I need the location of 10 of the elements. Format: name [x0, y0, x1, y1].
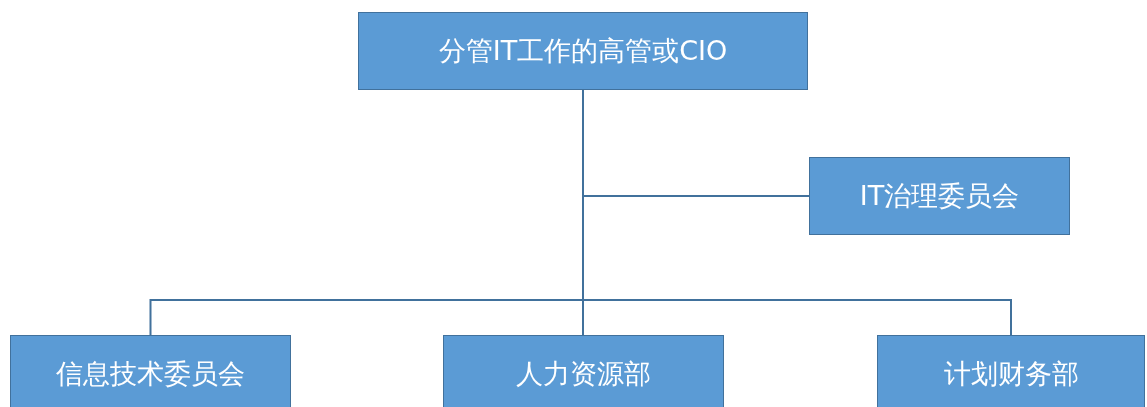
org-box: [443, 335, 724, 407]
org-box: [358, 12, 808, 90]
box-label: IT治理委员会: [859, 179, 1020, 213]
org-box: [809, 157, 1070, 235]
box-label: 人力资源部: [516, 357, 651, 391]
org-box: [10, 335, 291, 407]
box-label: 分管IT工作的高管或CIO: [438, 34, 728, 68]
box-label: 信息技术委员会: [56, 357, 245, 391]
org-box: [877, 335, 1145, 407]
box-label: 计划财务部: [943, 357, 1079, 391]
